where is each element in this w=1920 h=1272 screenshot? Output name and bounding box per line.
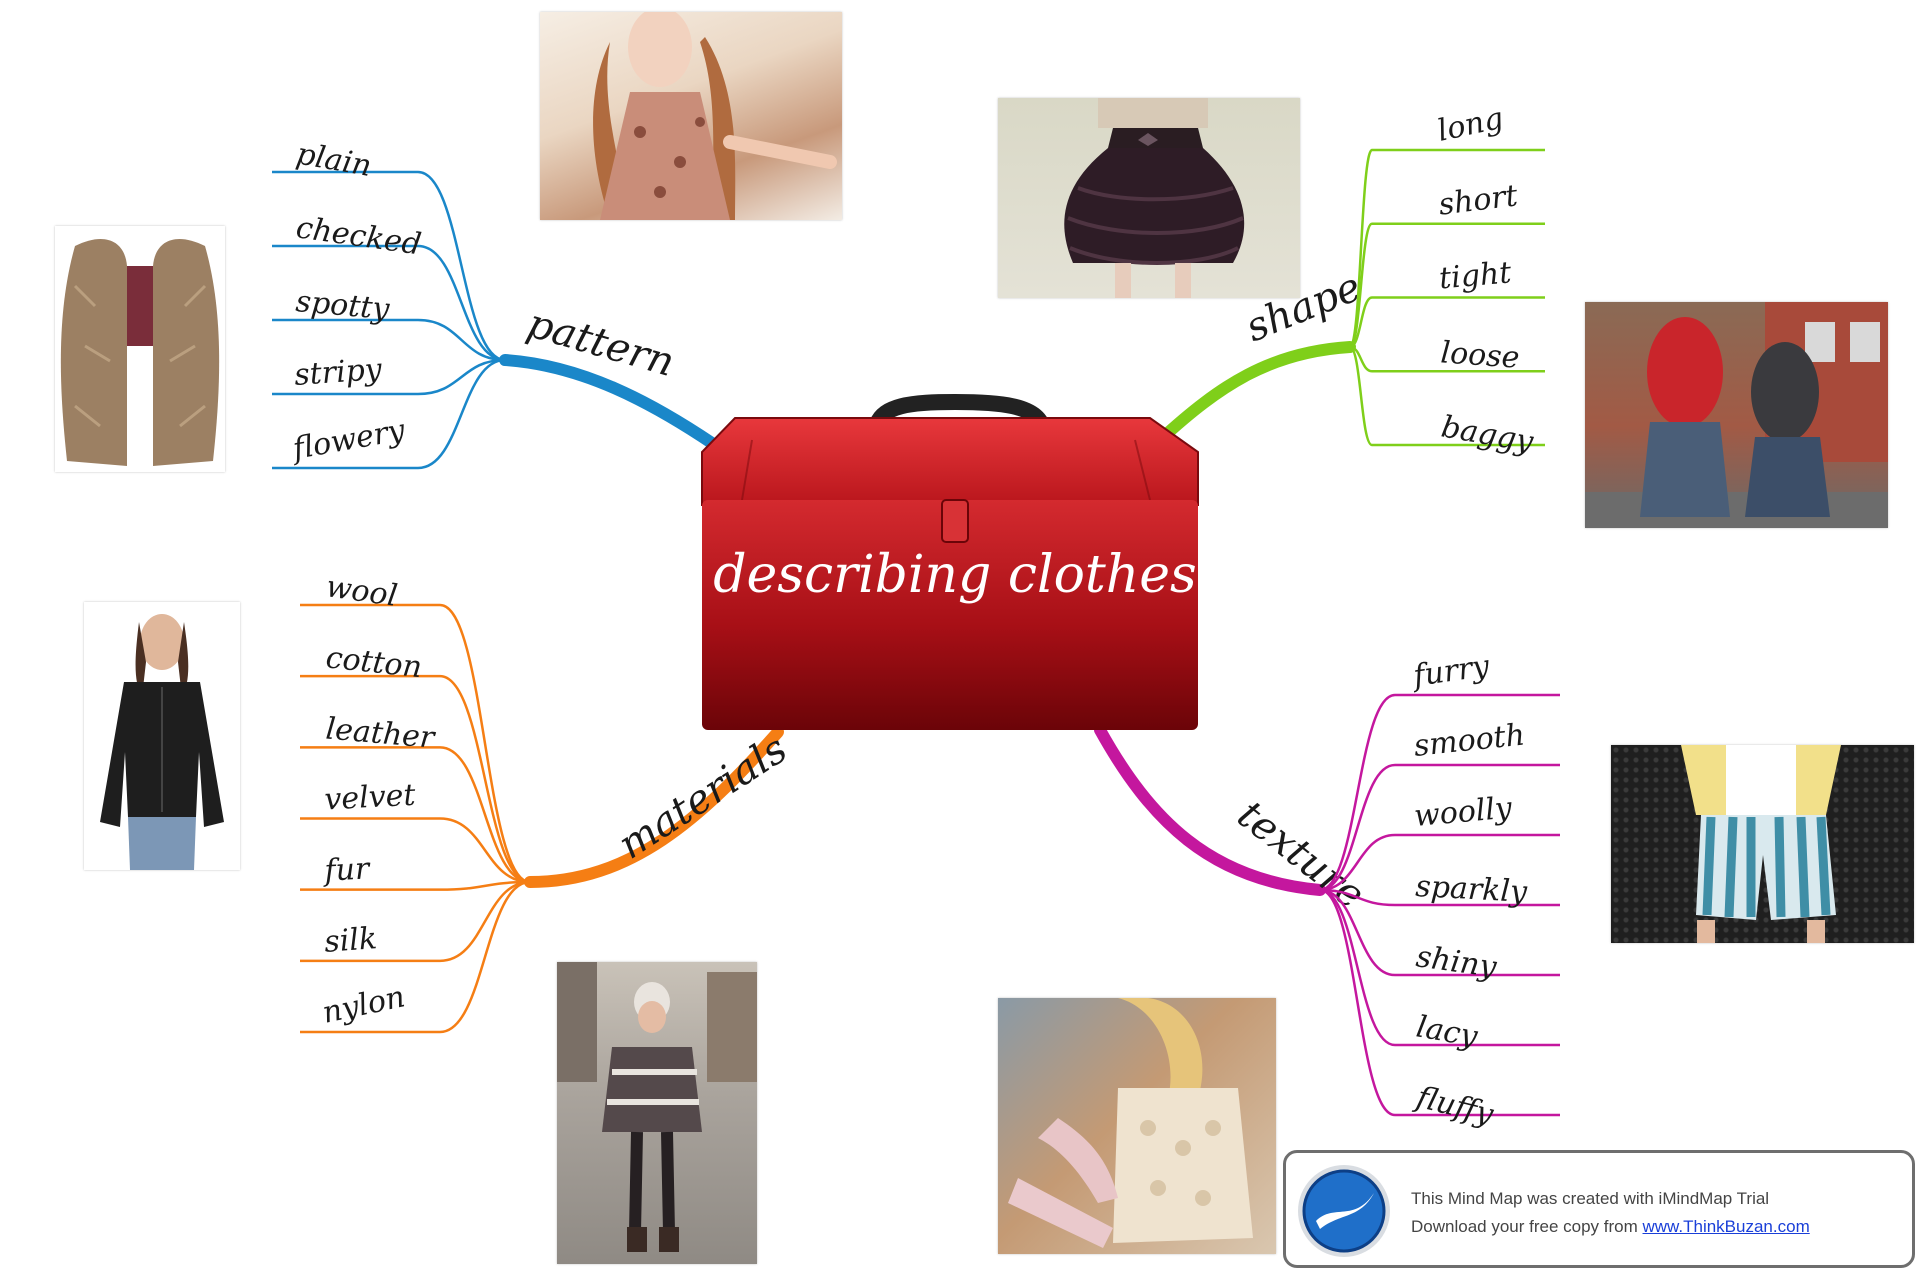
sub-branch-line xyxy=(1319,888,1560,907)
toolbox-handle xyxy=(868,393,1051,438)
imindmap-logo-icon xyxy=(1298,1165,1390,1257)
branch-trunk-materials xyxy=(524,726,784,888)
word-nylon: nylon xyxy=(319,979,408,1031)
sub-branch-line xyxy=(1319,693,1560,892)
word-long: long xyxy=(1434,101,1506,149)
banner-line-2-prefix: Download your free copy from xyxy=(1411,1217,1643,1236)
sub-branch-line xyxy=(272,358,506,396)
sub-branch-line xyxy=(1348,148,1545,349)
branch-label-materials: materials xyxy=(610,726,795,868)
word-stripy: stripy xyxy=(293,352,384,393)
striped-shorts-photo-icon xyxy=(1681,745,1841,943)
leather-jacket-photo-icon xyxy=(100,614,224,870)
word-flowery: flowery xyxy=(288,413,408,468)
photo-leather-jacket xyxy=(84,602,240,870)
branch-trunk-shape xyxy=(1154,341,1356,446)
central-title: describing clothes xyxy=(713,545,1197,605)
word-short: short xyxy=(1437,178,1521,223)
word-shiny: shiny xyxy=(1414,939,1500,985)
photo-fur-vest xyxy=(55,226,225,472)
word-silk: silk xyxy=(323,921,378,960)
sub-branch-line xyxy=(300,746,531,884)
sub-branch-line xyxy=(1319,763,1560,892)
toolbox-central-node: describing clothes xyxy=(701,393,1199,730)
sub-branch-line xyxy=(272,170,506,362)
word-checked: checked xyxy=(294,210,423,262)
ruffled-skirt-photo-icon xyxy=(1064,98,1245,298)
word-woolly: woolly xyxy=(1413,790,1515,833)
photo-oversized-sweater xyxy=(557,962,757,1264)
photo-baggy-jeans xyxy=(1585,302,1888,528)
sub-branch-line xyxy=(1319,888,1560,977)
toolbox-latch xyxy=(941,499,969,543)
sub-branch-line xyxy=(300,603,531,884)
word-wool: wool xyxy=(324,569,400,614)
word-furry: furry xyxy=(1409,649,1492,695)
sub-branch-line xyxy=(1319,833,1560,892)
sub-branch-line xyxy=(272,244,506,362)
word-sparkly: sparkly xyxy=(1415,869,1529,910)
word-plain: plain xyxy=(294,136,375,184)
sub-branch-line xyxy=(300,880,531,1034)
sub-branch-line xyxy=(300,817,531,884)
branch-trunk-pattern xyxy=(499,354,731,458)
floral-dress-photo-icon xyxy=(593,12,837,220)
toolbox-lid xyxy=(701,417,1199,506)
oversized-sweater-photo-icon xyxy=(557,962,757,1252)
word-cotton: cotton xyxy=(324,640,423,685)
sub-branch-line xyxy=(1319,888,1560,1117)
word-tight: tight xyxy=(1438,255,1514,296)
sub-branch-line xyxy=(1348,345,1545,447)
sub-branch-line xyxy=(1349,296,1545,349)
sub-branch-line xyxy=(1348,222,1545,349)
word-velvet: velvet xyxy=(324,778,418,818)
branch-label-pattern: pattern xyxy=(522,300,679,386)
photo-striped-shorts xyxy=(1611,745,1914,943)
word-fluffy: fluffy xyxy=(1411,1079,1498,1132)
branch-trunk-texture xyxy=(1094,724,1326,896)
word-baggy: baggy xyxy=(1439,409,1537,460)
sub-branch-line xyxy=(272,358,506,470)
sub-branch-line xyxy=(300,880,531,963)
branch-label-texture: texture xyxy=(1229,792,1373,919)
photo-lace-top xyxy=(998,998,1276,1254)
fur-vest-photo-icon xyxy=(60,238,220,466)
word-loose: loose xyxy=(1439,335,1520,375)
banner-text: This Mind Map was created with iMindMap … xyxy=(1411,1185,1810,1241)
sub-branch-line xyxy=(1319,888,1560,1047)
banner-line-2: Download your free copy from www.ThinkBu… xyxy=(1411,1213,1810,1241)
banner-line-1: This Mind Map was created with iMindMap … xyxy=(1411,1189,1770,1208)
lace-top-photo-icon xyxy=(1008,998,1253,1248)
word-leather: leather xyxy=(324,711,437,755)
sub-branch-line xyxy=(300,880,531,891)
thinkbuzan-link[interactable]: www.ThinkBuzan.com xyxy=(1642,1217,1810,1236)
baggy-jeans-photo-icon xyxy=(1585,302,1888,528)
sub-branch-line xyxy=(300,674,531,884)
photo-ruffled-skirt xyxy=(998,98,1300,298)
word-fur: fur xyxy=(322,851,372,888)
sub-branch-line xyxy=(272,318,506,362)
photo-floral-dress xyxy=(540,12,842,220)
word-smooth: smooth xyxy=(1412,718,1526,764)
imindmap-trial-banner: This Mind Map was created with iMindMap … xyxy=(1283,1150,1915,1268)
word-lacy: lacy xyxy=(1414,1009,1481,1054)
word-spotty: spotty xyxy=(294,284,391,327)
toolbox-body xyxy=(702,500,1198,730)
